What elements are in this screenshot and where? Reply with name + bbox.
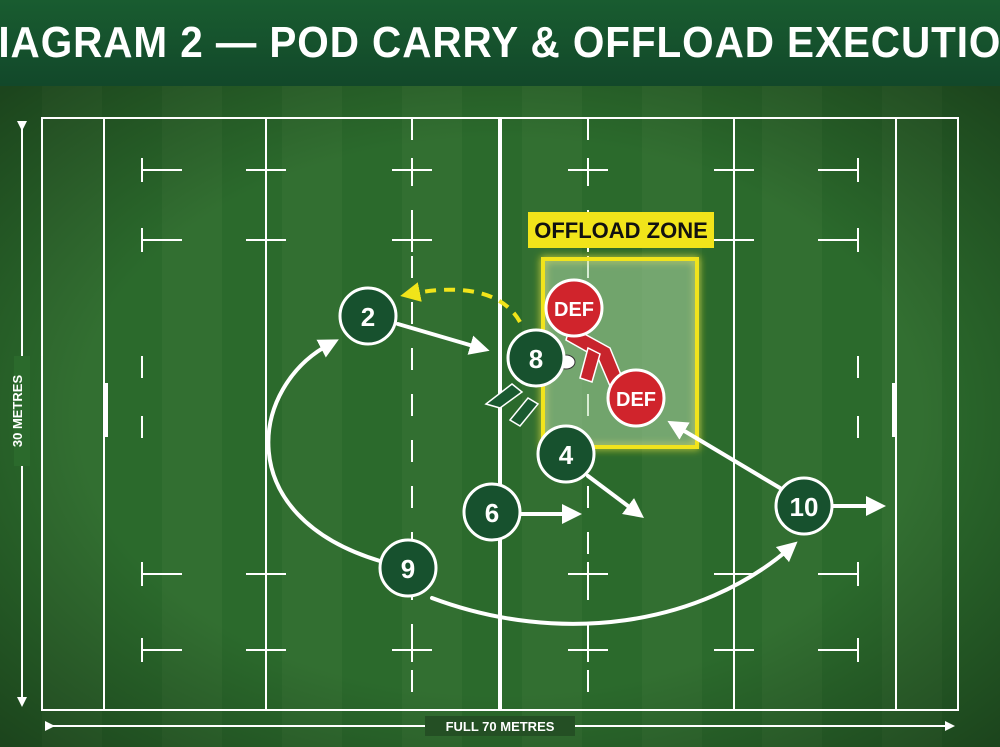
title-banner: DIAGRAM 2 — POD CARRY & OFFLOAD EXECUTIO… xyxy=(0,0,1000,88)
dimension-width: FULL 70 METRES xyxy=(45,716,955,736)
defender-tackle-figure xyxy=(565,324,626,387)
run-line-4 xyxy=(586,474,644,518)
offload-pass-arrow xyxy=(400,282,522,324)
run-line-10-to-def xyxy=(667,420,782,490)
run-line-2-to-8 xyxy=(396,322,490,355)
goal-post-left xyxy=(103,383,108,437)
offload-zone-tag xyxy=(528,212,714,248)
player-10: 10 xyxy=(774,476,834,536)
player-6-number: 6 xyxy=(485,498,499,528)
run-line-9-to-2 xyxy=(266,339,382,563)
player-9: 9 xyxy=(378,538,438,598)
player-4: 4 xyxy=(536,424,596,484)
goal-post-right xyxy=(892,383,897,437)
attacker-ball-carrier-figure xyxy=(484,383,540,427)
defender-1: DEF xyxy=(544,278,604,338)
pass-line-9-to-10 xyxy=(430,541,798,626)
tackle-silhouettes xyxy=(484,324,626,427)
diagram-title: DIAGRAM 2 — POD CARRY & OFFLOAD EXECUTIO… xyxy=(0,18,1000,67)
offload-zone-label: OFFLOAD ZONE xyxy=(534,218,708,243)
player-2-number: 2 xyxy=(361,302,375,332)
height-label: 30 METRES xyxy=(10,375,25,448)
player-6: 6 xyxy=(462,482,522,542)
defender-2: DEF xyxy=(606,368,666,428)
rugby-pitch: 30 METRES FULL 70 METRES OFFLOAD ZONE xyxy=(0,86,1000,747)
player-8: 8 xyxy=(506,328,566,388)
movement-arrows xyxy=(266,322,886,626)
width-label: FULL 70 METRES xyxy=(446,719,555,734)
player-9-number: 9 xyxy=(401,554,415,584)
dimension-height: 30 METRES xyxy=(10,121,30,707)
player-8-number: 8 xyxy=(529,344,543,374)
player-2: 2 xyxy=(338,286,398,346)
player-4-number: 4 xyxy=(559,440,574,470)
defender-2-label: DEF xyxy=(616,389,656,411)
pitch-markings xyxy=(41,117,959,711)
defender-1-label: DEF xyxy=(554,299,594,321)
player-10-number: 10 xyxy=(790,492,819,522)
